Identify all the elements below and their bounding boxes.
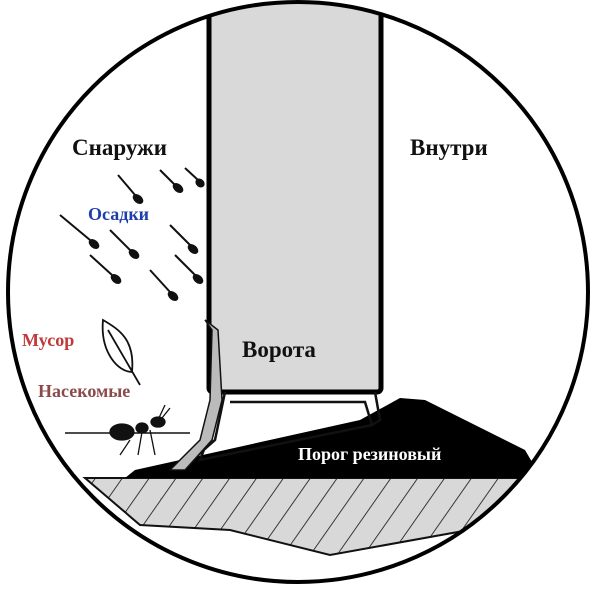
label-outside: Снаружи — [72, 135, 167, 160]
label-threshold: Порог резиновый — [298, 444, 441, 464]
debris-strip — [168, 319, 223, 471]
label-precipitation: Осадки — [88, 204, 149, 224]
detail-circle — [6, 0, 590, 584]
precipitation-drops — [59, 167, 205, 301]
label-debris: Мусор — [22, 330, 74, 350]
gate — [206, 2, 384, 395]
label-insects: Насекомые — [38, 381, 130, 401]
leaf-icon — [101, 318, 141, 386]
rubber-threshold — [125, 398, 532, 478]
ant-icon — [109, 404, 171, 456]
label-gate: Ворота — [242, 337, 316, 362]
label-inside: Внутри — [410, 135, 488, 160]
